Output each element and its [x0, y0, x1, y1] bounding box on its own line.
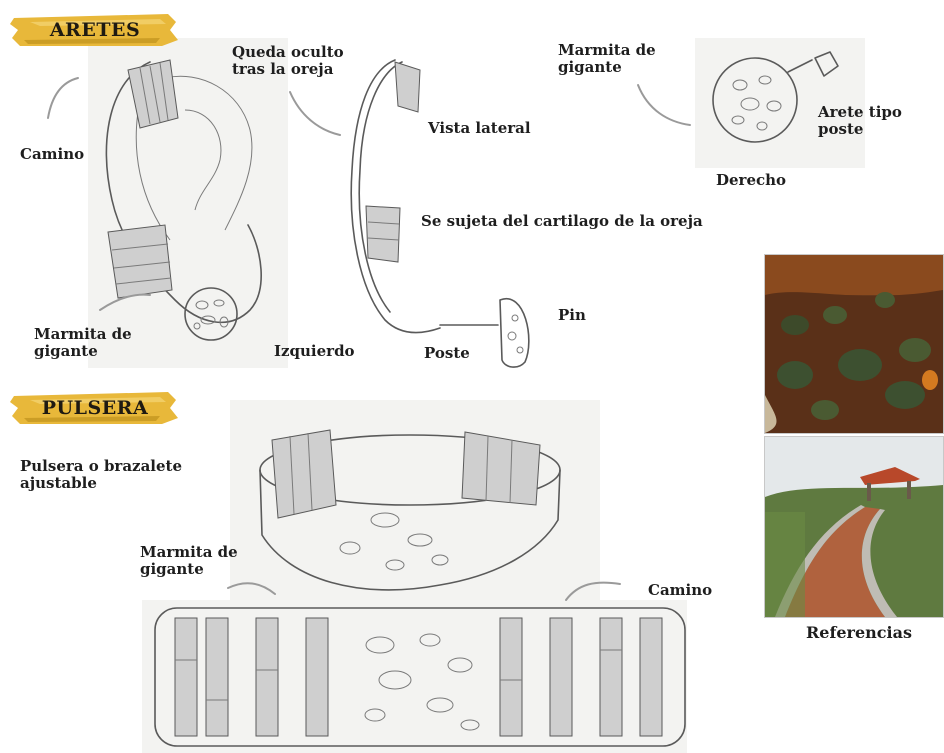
bracelet-flat-paper — [142, 600, 687, 753]
label-referencias: Referencias — [806, 623, 912, 642]
arrow-camino-ear — [47, 77, 79, 119]
banner-brush-shape — [10, 14, 178, 46]
label-pin: Pin — [558, 306, 586, 324]
label-pulsera-desc-2: ajustable — [20, 474, 97, 492]
arrow-marmita-bracelet — [227, 582, 276, 595]
pulsera-title: PULSERA — [41, 397, 149, 419]
path-photo-illustration — [765, 437, 943, 617]
reference-photo-path — [764, 436, 944, 618]
arrow-camino-bracelet — [565, 581, 621, 601]
label-queda-oculto-2: tras la oreja — [232, 60, 334, 78]
arrow-marmita-ear — [99, 293, 151, 311]
label-marmita-right-2: gigante — [558, 58, 622, 76]
label-pulsera-desc-1: Pulsera o brazalete — [20, 457, 183, 475]
label-poste: Poste — [424, 344, 470, 362]
arrow-queda-oculto — [289, 91, 341, 136]
label-derecho: Derecho — [716, 171, 787, 189]
reference-photo-rock — [764, 254, 944, 434]
right-earring-sketch — [712, 51, 839, 143]
bracelet-flat-sketch — [154, 607, 686, 747]
rock-photo-illustration — [765, 255, 943, 433]
label-marmita-right-1: Marmita de — [558, 41, 656, 59]
label-vista-lateral: Vista lateral — [428, 119, 531, 137]
banner-brush-shape — [10, 392, 178, 424]
label-marmita-bracelet-1: Marmita de — [140, 543, 238, 561]
ear-sketch — [105, 59, 262, 341]
label-camino-bracelet: Camino — [648, 581, 713, 599]
aretes-banner: ARETES — [10, 10, 180, 50]
bracelet-sketch — [259, 429, 561, 591]
label-marmita-ear-2: gigante — [34, 342, 98, 360]
label-izquierdo: Izquierdo — [274, 342, 355, 360]
label-marmita-bracelet-2: gigante — [140, 560, 204, 578]
label-arete-tipo-2: poste — [818, 120, 864, 138]
label-marmita-ear-1: Marmita de — [34, 325, 132, 343]
aretes-title: ARETES — [49, 19, 141, 41]
label-camino-ear: Camino — [20, 145, 85, 163]
label-se-sujeta: Se sujeta del cartilago de la oreja — [421, 212, 703, 230]
label-arete-tipo-1: Arete tipo — [818, 103, 902, 121]
label-queda-oculto-1: Queda oculto — [232, 43, 344, 61]
arrow-marmita-right — [637, 84, 691, 126]
ear-sketch-paper — [88, 38, 288, 368]
side-view-sketch — [350, 59, 530, 368]
pulsera-banner: PULSERA — [10, 388, 180, 428]
